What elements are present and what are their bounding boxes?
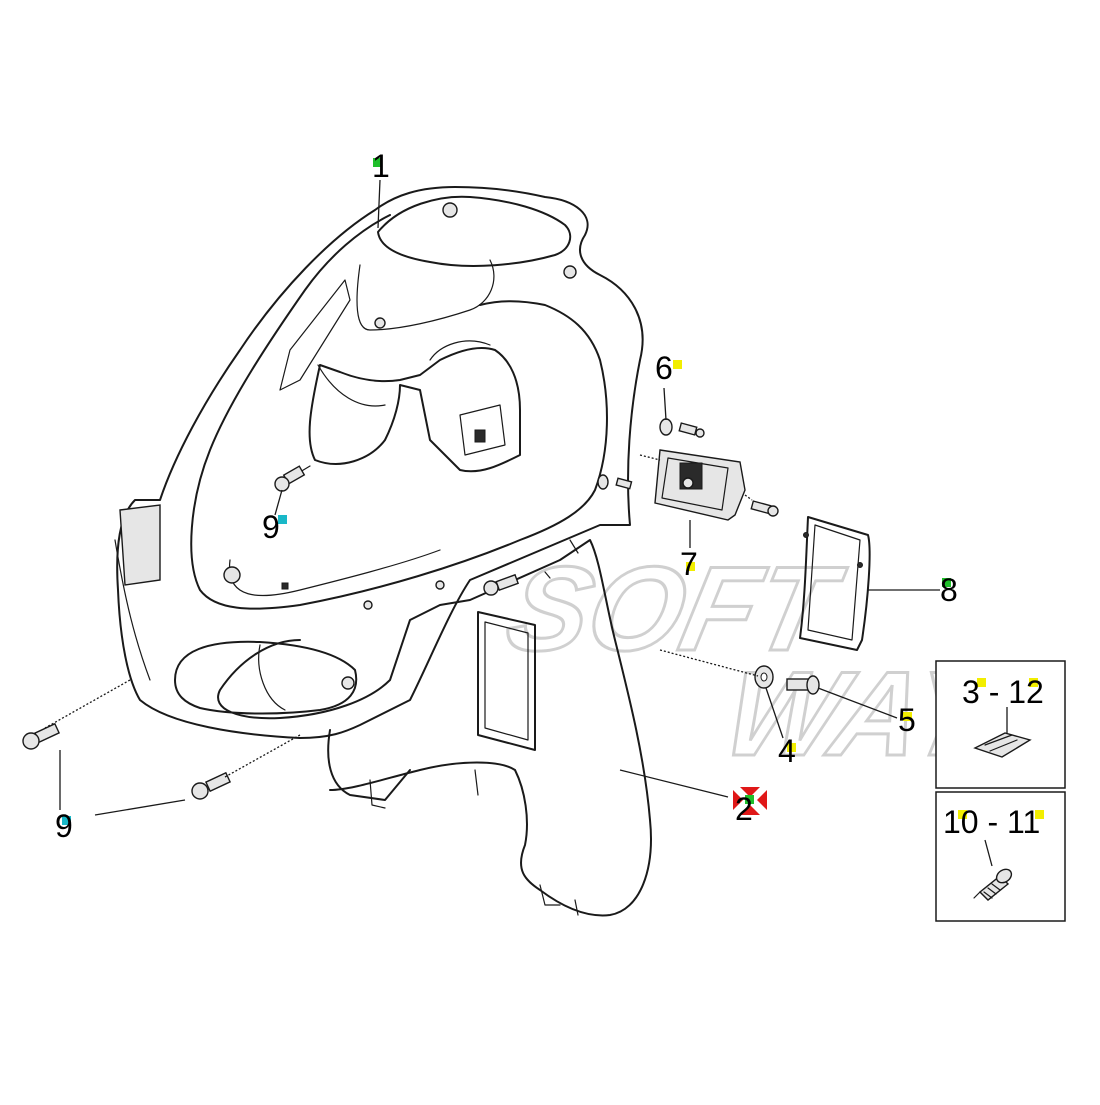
callout-part-2: 2 — [735, 791, 753, 827]
marker-7 — [686, 562, 695, 571]
marker-5 — [903, 712, 912, 721]
front-shield-part-1 — [114, 186, 644, 739]
screw-outer-9-a — [22, 722, 61, 750]
legend-box-10-11 — [935, 791, 1066, 922]
speed-nut-icon — [973, 732, 1032, 758]
callout-part-5: 5 — [898, 702, 916, 738]
leg-shield-part-2 — [174, 539, 652, 917]
callout-box-10-11: 10 - 11 — [943, 804, 1041, 840]
marker-12 — [1029, 678, 1038, 687]
screw-part-6 — [678, 422, 705, 438]
marker-3 — [977, 678, 986, 687]
switch-bracket-part-7 — [654, 449, 746, 521]
marker-8 — [942, 578, 951, 587]
red-cross-marker — [733, 787, 767, 815]
callout-part-8: 8 — [940, 572, 958, 608]
callout-part-9-outer: 9 — [55, 808, 73, 844]
washer-part-6 — [659, 418, 673, 436]
callout-part-4: 4 — [778, 733, 796, 769]
marker-1 — [373, 158, 382, 167]
marker-11 — [1035, 810, 1044, 819]
marker-6 — [673, 360, 682, 369]
screw-outer-9-b — [191, 771, 232, 800]
callout-part-6: 6 — [655, 350, 673, 386]
marker-2 — [745, 795, 754, 804]
screw-inner-9 — [274, 465, 311, 492]
callout-part-7: 7 — [680, 546, 698, 582]
legend-box-3-12 — [935, 660, 1066, 789]
leader-lines — [44, 179, 940, 816]
marker-4 — [787, 743, 796, 752]
washer-part-4 — [754, 665, 774, 689]
callout-part-9-inner: 9 — [262, 509, 280, 545]
self-tapping-screw-icon — [973, 868, 1013, 901]
screw-part-5 — [786, 675, 820, 695]
callout-box-3-12: 3 - 12 — [962, 674, 1044, 710]
marker-9-inner — [278, 515, 287, 524]
screw-bracket-left — [597, 474, 633, 490]
marker-9-outer — [62, 816, 71, 825]
marker-10 — [958, 810, 967, 819]
callout-part-1: 1 — [372, 148, 390, 184]
screw-bracket-right — [750, 500, 779, 517]
fasteners — [22, 418, 820, 800]
cover-plate-part-8 — [799, 516, 871, 651]
screw-leg-shield — [483, 573, 520, 596]
